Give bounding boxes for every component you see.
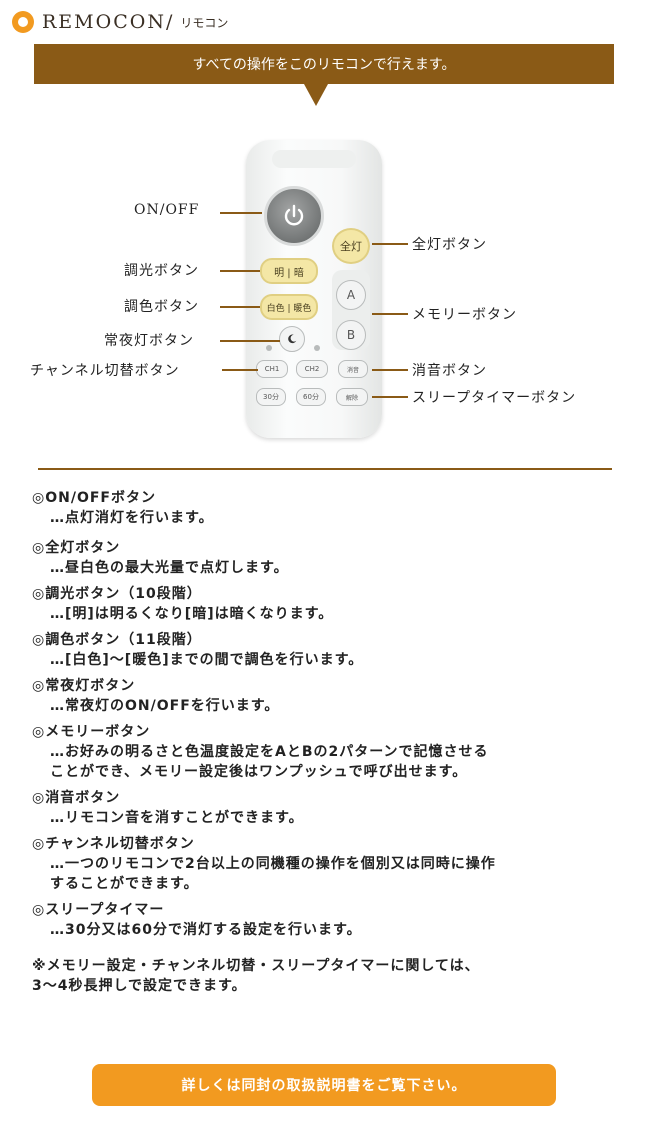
list-item: ◎チャンネル切替ボタン …一つのリモコンで2台以上の同機種の操作を個別又は同時に…: [32, 834, 612, 894]
list-item: ◎スリープタイマー …30分又は60分で消灯する設定を行います。: [32, 900, 612, 940]
item-description: …リモコン音を消すことができます。: [50, 810, 304, 826]
callout-mute: 消音ボタン: [412, 363, 487, 379]
list-item: ◎調光ボタン（10段階） …[明]は明るくなり[暗]は暗くなります。: [32, 584, 612, 624]
item-title: ◎調光ボタン（10段階）: [32, 586, 202, 602]
item-title: ◎ON/OFFボタン: [32, 490, 156, 506]
section-subtitle: リモコン: [180, 15, 229, 30]
item-title: ◎調色ボタン（11段階）: [32, 632, 202, 648]
color-button: 白色 | 暖色: [260, 294, 318, 320]
channel-2-button: CH2: [296, 360, 328, 378]
callout-full-light: 全灯ボタン: [412, 237, 487, 253]
callout-channel: チャンネル切替ボタン: [30, 363, 180, 379]
item-description: …30分又は60分で消灯する設定を行います。: [50, 922, 362, 938]
memory-a-button: A: [336, 280, 366, 310]
section-header: REMOCON/ リモコン: [12, 8, 228, 36]
item-description: …[白色]～[暖色]までの間で調色を行います。: [50, 652, 364, 668]
list-item: ◎ON/OFFボタン …点灯消灯を行います。: [32, 488, 612, 528]
callout-line: [222, 369, 258, 371]
section-title: REMOCON/: [42, 11, 175, 33]
callout-onoff: ON/OFF: [134, 202, 200, 218]
item-title: ◎消音ボタン: [32, 790, 121, 806]
callout-sleep-timer: スリープタイマーボタン: [412, 390, 577, 406]
callout-dimmer: 調光ボタン: [124, 263, 199, 279]
item-title: ◎常夜灯ボタン: [32, 678, 136, 694]
callout-color: 調色ボタン: [124, 299, 199, 315]
indicator-dot: [314, 345, 320, 351]
power-button: [264, 186, 324, 246]
list-item: ◎消音ボタン …リモコン音を消すことができます。: [32, 788, 612, 828]
item-title: ◎チャンネル切替ボタン: [32, 836, 195, 852]
callout-line: [220, 270, 260, 272]
button-description-list: ◎ON/OFFボタン …点灯消灯を行います。 ◎全灯ボタン …昼白色の最大光量で…: [32, 488, 612, 996]
circle-bullet-icon: [12, 11, 34, 33]
footnote: ※メモリー設定・チャンネル切替・スリープタイマーに関しては、 3～4秒長押しで設…: [32, 958, 480, 994]
cancel-timer-button: 解除: [336, 388, 368, 406]
list-item: ◎常夜灯ボタン …常夜灯のON/OFFを行います。: [32, 676, 612, 716]
indicator-dot: [266, 345, 272, 351]
dimmer-button: 明 | 暗: [260, 258, 318, 284]
callout-night-light: 常夜灯ボタン: [104, 333, 194, 349]
remote-control-image: 全灯 明 | 暗 白色 | 暖色 A B CH1 CH2 消音 30分 60分 …: [246, 140, 382, 438]
callout-line: [372, 313, 408, 315]
moon-icon: [288, 334, 297, 344]
memory-b-button: B: [336, 320, 366, 350]
item-description: …お好みの明るさと色温度設定をAとBの2パターンで記憶させる ことができ、メモリ…: [50, 744, 489, 780]
callout-line: [220, 340, 280, 342]
item-title: ◎スリープタイマー: [32, 902, 165, 918]
intro-banner: すべての操作をこのリモコンで行えます。: [34, 44, 614, 84]
item-title: ◎メモリーボタン: [32, 724, 151, 740]
channel-1-button: CH1: [256, 360, 288, 378]
night-light-button: [279, 326, 305, 352]
callout-line: [220, 212, 262, 214]
item-description: …点灯消灯を行います。: [50, 510, 214, 526]
manual-notice-button: 詳しくは同封の取扱説明書をご覧下さい。: [92, 1064, 556, 1106]
sleep-30-button: 30分: [256, 388, 286, 406]
callout-line: [372, 396, 408, 398]
full-light-button: 全灯: [332, 228, 370, 264]
divider: [38, 468, 612, 470]
item-description: …一つのリモコンで2台以上の同機種の操作を個別又は同時に操作 することができます…: [50, 856, 496, 892]
sleep-60-button: 60分: [296, 388, 326, 406]
callout-line: [372, 369, 408, 371]
list-item: ◎メモリーボタン …お好みの明るさと色温度設定をAとBの2パターンで記憶させる …: [32, 722, 612, 782]
list-item: ◎全灯ボタン …昼白色の最大光量で点灯します。: [32, 538, 612, 578]
callout-memory: メモリーボタン: [412, 307, 517, 323]
list-item: ◎調色ボタン（11段階） …[白色]～[暖色]までの間で調色を行います。: [32, 630, 612, 670]
item-description: …常夜灯のON/OFFを行います。: [50, 698, 280, 714]
item-description: …[明]は明るくなり[暗]は暗くなります。: [50, 606, 334, 622]
item-title: ◎全灯ボタン: [32, 540, 121, 556]
item-description: …昼白色の最大光量で点灯します。: [50, 560, 289, 576]
mute-button: 消音: [338, 360, 368, 378]
banner-arrow-icon: [304, 84, 328, 106]
power-icon: [284, 204, 304, 226]
remote-ir-window: [272, 150, 356, 168]
callout-line: [220, 306, 260, 308]
callout-line: [372, 243, 408, 245]
